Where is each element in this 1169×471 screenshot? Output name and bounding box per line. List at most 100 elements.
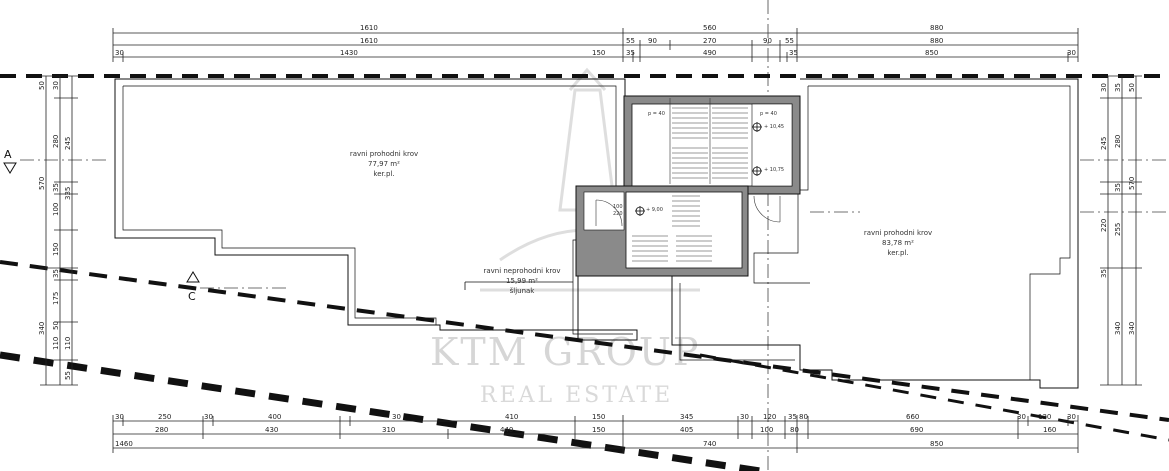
dim-top3-1430: 1430 (340, 49, 358, 57)
watermark: KTM GROUP REAL ESTATE (430, 67, 700, 408)
dim-left-175: 175 (52, 292, 60, 305)
dim-right-255: 255 (1114, 223, 1122, 236)
dim-bot1-30c: 30 (392, 413, 401, 421)
door-label-100: 100 (613, 204, 623, 210)
middle-room-area: 15,99 m² (506, 277, 538, 285)
dim-bot2-100: 100 (760, 426, 773, 434)
dim-left-35b: 35 (52, 269, 60, 278)
right-room-name: ravni prohodni krov (864, 229, 932, 237)
dim-right-50: 50 (1128, 83, 1136, 92)
watermark-line1: KTM GROUP (430, 330, 700, 374)
left-room-finish: ker.pl. (373, 170, 394, 178)
dim-top2-90b: 90 (763, 37, 772, 45)
dim-top2-880: 880 (930, 37, 943, 45)
dim-top3-150: 150 (592, 49, 605, 57)
dim-left-30: 30 (52, 81, 60, 90)
dim-right-35c: 35 (1100, 269, 1108, 278)
door-swings (595, 195, 781, 227)
dim-bot2-440: 440 (500, 426, 513, 434)
dim-top2-55a: 55 (626, 37, 635, 45)
dim-bot1-30a: 30 (115, 413, 124, 421)
door-label-220: 220 (613, 211, 623, 217)
dim-top3-490: 490 (703, 49, 716, 57)
dim-left-340: 340 (38, 322, 46, 335)
dim-right-35b: 35 (1114, 183, 1122, 192)
right-dimension-lines (1100, 75, 1142, 386)
stair-core (575, 95, 801, 277)
dim-bot1-400: 400 (268, 413, 281, 421)
dim-top3-35a: 35 (626, 49, 635, 57)
dim-left-50b: 50 (52, 321, 60, 330)
dim-bot1-660: 660 (906, 413, 919, 421)
stair-treads (632, 98, 748, 262)
dim-left-35a: 35 (52, 183, 60, 192)
dim-bot1-250: 250 (158, 413, 171, 421)
dim-bot1-30d: 30 (740, 413, 749, 421)
middle-roof-outline (464, 281, 573, 290)
dim-left-150: 150 (52, 243, 60, 256)
dim-top3-850: 850 (925, 49, 938, 57)
dim-bot2-690: 690 (910, 426, 923, 434)
level-10-75: + 10,75 (764, 167, 784, 173)
dim-top-880: 880 (930, 24, 943, 32)
section-c-label: C (188, 290, 196, 303)
bottom-dimension-values: 30 250 30 400 30 410 150 345 30 120 35 8… (115, 413, 1076, 448)
level-labels: + 10,45 + 10,75 + 9,00 p = 40 p = 40 100… (613, 111, 784, 217)
dim-top3-35b: 35 (789, 49, 798, 57)
dim-left-100: 100 (52, 203, 60, 216)
dim-right-340: 340 (1128, 322, 1136, 335)
dim-bot1-30e: 30 (1017, 413, 1026, 421)
dim-bot1-410: 410 (505, 413, 518, 421)
dim-top2-90a: 90 (648, 37, 657, 45)
slope-label-2: p = 40 (760, 111, 777, 117)
dim-left-55: 55 (64, 371, 72, 380)
dim-right-280: 280 (1114, 135, 1122, 148)
right-roof-outline (671, 78, 1079, 389)
dim-bot2-405: 405 (680, 426, 693, 434)
dim-bot1-35: 35 (788, 413, 797, 421)
right-room-finish: ker.pl. (887, 249, 908, 257)
left-room-name: ravni prohodni krov (350, 150, 418, 158)
dim-top2-55b: 55 (785, 37, 794, 45)
dim-bot2-150: 150 (592, 426, 605, 434)
contour-dash-lines (0, 74, 1169, 471)
right-room-area: 83,78 m² (882, 239, 914, 247)
dim-right-30: 30 (1100, 83, 1108, 92)
dim-top-1610: 1610 (360, 24, 378, 32)
dim-left-570: 570 (38, 177, 46, 190)
dim-left-110a: 110 (52, 337, 60, 350)
dim-left-335: 335 (64, 187, 72, 200)
dim-right-220: 220 (1100, 219, 1108, 232)
bottom-dimension-lines (112, 415, 1079, 453)
dim-bot1-150: 150 (592, 413, 605, 421)
level-markers (635, 122, 762, 216)
dim-left-245: 245 (64, 137, 72, 150)
level-9-00: + 9,00 (646, 207, 663, 213)
dim-bot2-80: 80 (790, 426, 799, 434)
left-dimension-values: 50 570 340 30 280 35 100 150 35 175 50 1… (38, 81, 72, 380)
dim-bot2-430: 430 (265, 426, 278, 434)
dim-top-560: 560 (703, 24, 716, 32)
dim-left-280: 280 (52, 135, 60, 148)
axis-lines (20, 0, 1169, 471)
dim-top2-270: 270 (703, 37, 716, 45)
dim-bot3-740: 740 (703, 440, 716, 448)
dim-right-570: 570 (1128, 177, 1136, 190)
dim-bot3-1460: 1460 (115, 440, 133, 448)
slope-label-1: p = 40 (648, 111, 665, 117)
dim-left-50: 50 (38, 81, 46, 90)
dim-top2-1610: 1610 (360, 37, 378, 45)
dim-left-110b: 110 (64, 337, 72, 350)
top-dimension-values: 1610 560 880 1610 55 90 270 90 55 880 30… (115, 24, 1076, 57)
right-dimension-values: 30 570 340 35 280 35 255 35 340 50 245 2… (1100, 83, 1136, 335)
section-markers: A C (3, 148, 200, 303)
dim-bot2-280: 280 (155, 426, 168, 434)
dim-bot2-160: 160 (1043, 426, 1056, 434)
middle-room-finish: šljunak (510, 287, 536, 295)
dim-bot3-850: 850 (930, 440, 943, 448)
room-labels: ravni prohodni krov 77,97 m² ker.pl. rav… (350, 150, 932, 295)
dim-right-35a: 35 (1114, 83, 1122, 92)
middle-room-name: ravni neprohodni krov (483, 267, 560, 275)
dim-right-340b: 340 (1114, 322, 1122, 335)
